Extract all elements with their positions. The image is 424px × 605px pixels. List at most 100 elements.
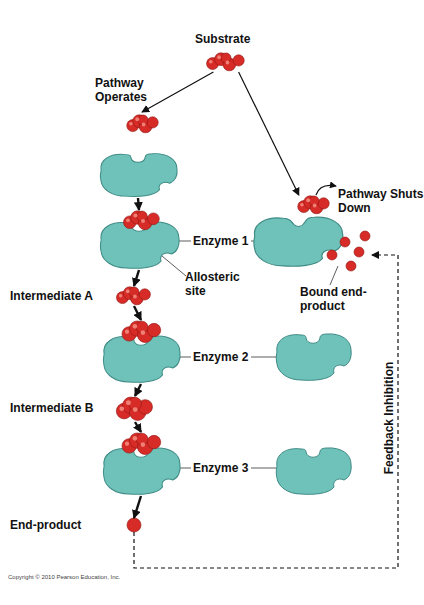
release-arrow bbox=[316, 185, 336, 195]
molecule-highlight bbox=[226, 61, 230, 65]
leader-line bbox=[251, 357, 276, 358]
node-label: Substrate bbox=[195, 32, 250, 46]
molecule-lobe bbox=[318, 198, 329, 209]
node-outline bbox=[118, 396, 152, 422]
molecule-highlight bbox=[133, 214, 137, 218]
molecule-shape bbox=[116, 397, 152, 420]
leader-line bbox=[162, 256, 186, 276]
molecule-highlight bbox=[125, 330, 129, 334]
node-label: Pathway Operates bbox=[95, 76, 157, 104]
feedback-connector bbox=[134, 255, 398, 568]
molecule-lobe bbox=[147, 323, 160, 336]
connector-label: Feedback Inhibition bbox=[382, 362, 396, 475]
node-outline bbox=[100, 320, 182, 384]
node-label: Bound end-product bbox=[300, 285, 372, 313]
molecule-highlight bbox=[306, 198, 310, 202]
node-outline bbox=[205, 52, 247, 72]
end-product-dot bbox=[360, 231, 370, 241]
node-label: Intermediate B bbox=[10, 401, 93, 415]
enzyme-3-idle bbox=[276, 448, 351, 494]
inhibited-enzyme: Pathway Shuts DownBound end-product bbox=[250, 195, 372, 315]
enzyme-node: Pathway Operates bbox=[97, 112, 179, 198]
enzyme-shape bbox=[276, 334, 351, 380]
enzyme-shape bbox=[100, 154, 177, 197]
molecule-highlight bbox=[313, 204, 317, 208]
leader-lines bbox=[162, 241, 338, 468]
molecule-lobe bbox=[148, 213, 160, 225]
molecule-highlight bbox=[209, 60, 213, 64]
enzyme-shape bbox=[276, 448, 351, 494]
molecule-shape bbox=[127, 115, 158, 133]
molecule-highlight bbox=[142, 123, 146, 127]
molecule-highlight bbox=[133, 324, 138, 329]
molecule-lobe bbox=[139, 289, 150, 300]
end-product-dot bbox=[127, 518, 141, 532]
molecule-highlight bbox=[126, 400, 131, 405]
leader-line bbox=[251, 468, 276, 469]
pathway-arrow bbox=[134, 306, 141, 320]
end-product-dot bbox=[327, 250, 337, 260]
enzyme-node: Enzyme 3 bbox=[100, 432, 182, 496]
intermediate-molecule: Intermediate A bbox=[116, 286, 152, 306]
molecule-highlight bbox=[129, 122, 133, 126]
molecule-shape bbox=[298, 196, 329, 214]
copyright-note: Copyright © 2010 Pearson Education, Inc. bbox=[8, 574, 120, 580]
leader-line bbox=[180, 357, 191, 358]
node-label: Intermediate A bbox=[10, 289, 93, 303]
pathway-arrow bbox=[135, 384, 141, 396]
pathway-arrow bbox=[134, 270, 139, 286]
node-label: Enzyme 2 bbox=[193, 350, 248, 364]
pathway-arrow bbox=[134, 496, 141, 518]
node-label: Enzyme 3 bbox=[193, 461, 248, 475]
molecule-lobe bbox=[147, 117, 158, 128]
end-product-dot bbox=[340, 237, 350, 247]
node-outline bbox=[100, 432, 182, 496]
pathway-arrow bbox=[138, 198, 139, 210]
molecule-highlight bbox=[135, 117, 139, 121]
enzyme-node: Enzyme 2 bbox=[100, 320, 182, 384]
substrate-molecule: Substrate bbox=[205, 52, 247, 72]
node-label: Enzyme 1 bbox=[193, 234, 248, 248]
molecule-highlight bbox=[119, 406, 124, 411]
leader-line bbox=[178, 241, 191, 242]
pathway-arrow bbox=[239, 72, 299, 195]
enzyme-shape bbox=[254, 217, 343, 266]
node-outline bbox=[97, 112, 179, 198]
molecule-highlight bbox=[119, 294, 123, 298]
enzyme-shape bbox=[103, 448, 180, 494]
molecule-shape bbox=[116, 287, 150, 305]
molecule-highlight bbox=[217, 55, 221, 59]
node-label: Allosteric site bbox=[185, 270, 251, 298]
node-outline bbox=[116, 286, 152, 306]
pathway-arrow bbox=[142, 72, 213, 112]
molecule-highlight bbox=[133, 407, 138, 412]
enzyme-shape bbox=[103, 336, 180, 382]
leader-line bbox=[180, 468, 191, 469]
molecule-shape bbox=[124, 211, 160, 230]
molecule-highlight bbox=[126, 289, 130, 293]
molecule-shape bbox=[122, 321, 161, 343]
molecule-lobe bbox=[233, 55, 244, 66]
leader-line bbox=[330, 266, 338, 285]
intermediate-molecule: Intermediate B bbox=[118, 396, 152, 422]
enzyme-node: Enzyme 1Allosteric site bbox=[97, 210, 181, 270]
end-product-molecule: End-product bbox=[127, 518, 141, 532]
node-outline bbox=[127, 518, 141, 532]
node-label: Pathway Shuts Down bbox=[338, 187, 424, 215]
molecule-lobe bbox=[147, 435, 160, 448]
molecule-highlight bbox=[125, 442, 129, 446]
molecule-shape bbox=[207, 53, 245, 71]
molecule-highlight bbox=[141, 219, 145, 223]
pathway-arrow bbox=[135, 422, 141, 432]
node-label: End-product bbox=[10, 518, 81, 532]
molecule-highlight bbox=[126, 218, 130, 222]
enzyme-2-idle bbox=[276, 334, 351, 380]
molecule-highlight bbox=[300, 203, 304, 207]
molecule-shape bbox=[122, 433, 161, 455]
molecule-highlight bbox=[141, 442, 146, 447]
node-outline bbox=[97, 210, 181, 270]
end-product-dot bbox=[354, 247, 364, 257]
